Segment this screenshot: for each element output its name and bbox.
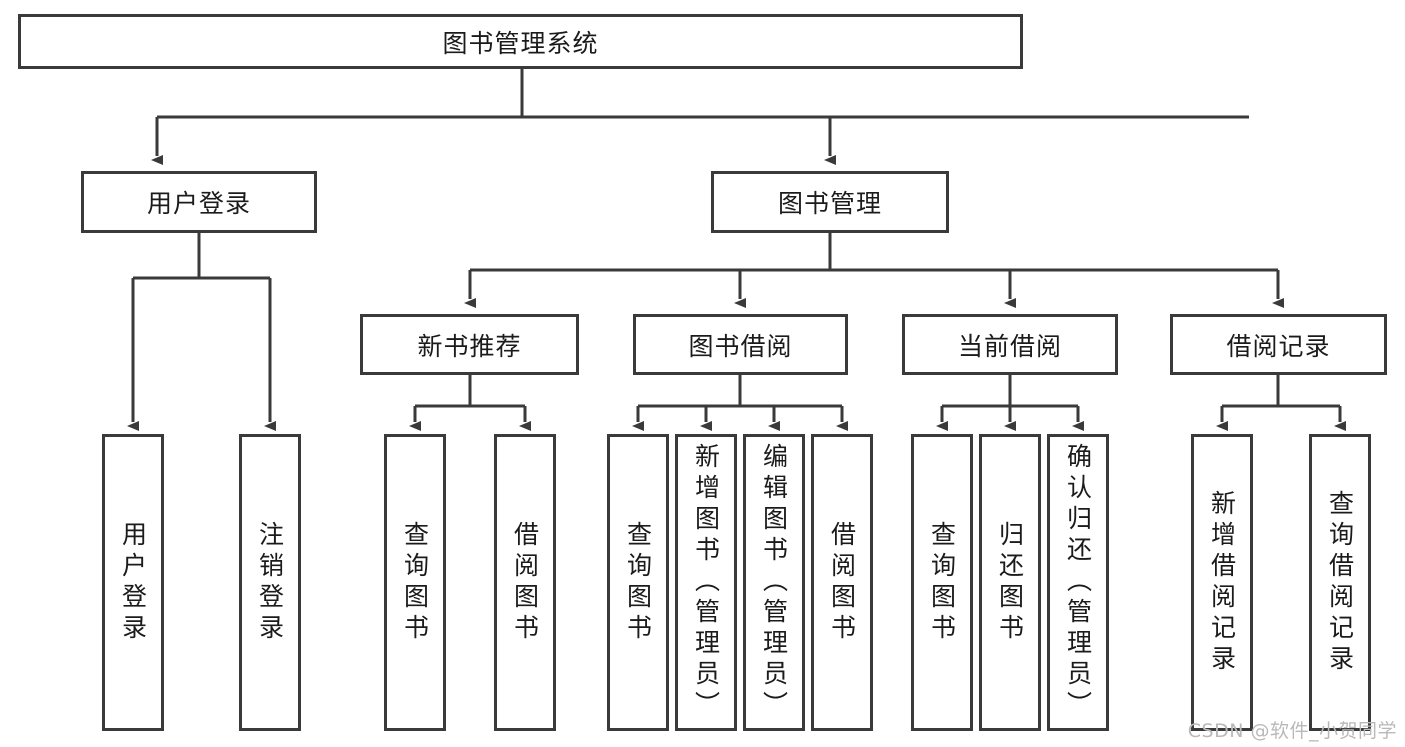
node-leaf-query-book-1-label: 查询图书 <box>400 520 430 645</box>
watermark: CSDN @软件_小贺同学 <box>1187 720 1397 742</box>
node-leaf-edit-book-label: 编辑图书（管理员） <box>759 443 789 722</box>
node-user-login-label: 用户登录 <box>146 189 251 218</box>
node-new-book-recommend[interactable]: 新书推荐 <box>360 314 579 375</box>
node-leaf-user-logout[interactable]: 注销登录 <box>239 434 301 731</box>
node-book-manage-label: 图书管理 <box>777 189 882 218</box>
node-leaf-borrow-book-1-label: 借阅图书 <box>510 520 540 645</box>
node-book-manage[interactable]: 图书管理 <box>711 171 949 233</box>
node-current-borrow[interactable]: 当前借阅 <box>902 314 1118 375</box>
node-leaf-query-book-2-label: 查询图书 <box>623 520 653 645</box>
node-leaf-add-book-label: 新增图书（管理员） <box>691 443 721 722</box>
node-user-login[interactable]: 用户登录 <box>81 171 317 233</box>
node-leaf-confirm-return[interactable]: 确认归还（管理员） <box>1047 434 1109 731</box>
node-book-borrow-label: 图书借阅 <box>688 331 793 361</box>
node-leaf-query-book-2[interactable]: 查询图书 <box>607 434 669 731</box>
node-leaf-query-book-3-label: 查询图书 <box>927 520 957 645</box>
node-leaf-return-book-label: 归还图书 <box>995 520 1025 645</box>
node-leaf-user-logout-label: 注销登录 <box>255 520 285 645</box>
node-current-borrow-label: 当前借阅 <box>957 331 1062 361</box>
node-leaf-query-record[interactable]: 查询借阅记录 <box>1309 434 1371 731</box>
node-leaf-add-book[interactable]: 新增图书（管理员） <box>675 434 737 731</box>
node-leaf-user-login-label: 用户登录 <box>118 520 148 645</box>
node-borrow-record[interactable]: 借阅记录 <box>1170 314 1387 375</box>
node-leaf-confirm-return-label: 确认归还（管理员） <box>1063 443 1093 722</box>
node-leaf-add-record[interactable]: 新增借阅记录 <box>1191 434 1253 731</box>
node-leaf-edit-book[interactable]: 编辑图书（管理员） <box>743 434 805 731</box>
node-leaf-borrow-book-1[interactable]: 借阅图书 <box>494 434 556 731</box>
node-root[interactable]: 图书管理系统 <box>18 14 1023 69</box>
node-book-borrow[interactable]: 图书借阅 <box>633 314 848 375</box>
node-leaf-add-record-label: 新增借阅记录 <box>1207 489 1237 676</box>
node-leaf-borrow-book-2-label: 借阅图书 <box>827 520 857 645</box>
node-leaf-user-login[interactable]: 用户登录 <box>102 434 164 731</box>
node-leaf-query-book-3[interactable]: 查询图书 <box>911 434 973 731</box>
node-leaf-query-record-label: 查询借阅记录 <box>1325 489 1355 676</box>
node-leaf-borrow-book-2[interactable]: 借阅图书 <box>811 434 873 731</box>
node-leaf-return-book[interactable]: 归还图书 <box>979 434 1041 731</box>
node-leaf-query-book-1[interactable]: 查询图书 <box>384 434 446 731</box>
node-root-label: 图书管理系统 <box>442 28 599 58</box>
node-new-book-recommend-label: 新书推荐 <box>417 331 522 361</box>
node-borrow-record-label: 借阅记录 <box>1226 331 1331 361</box>
